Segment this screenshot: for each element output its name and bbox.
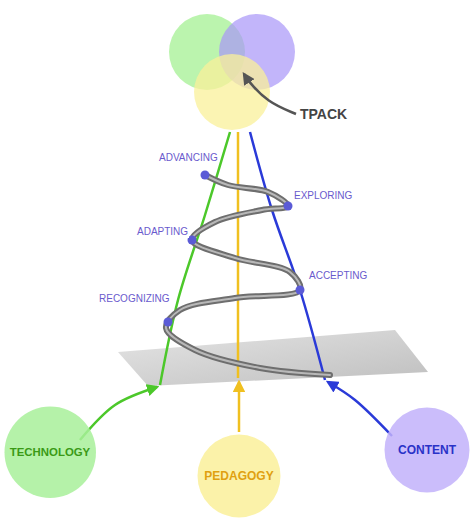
stage-dot	[296, 286, 305, 295]
concept-circle: CONTENT	[384, 407, 470, 493]
pedagogy-strand	[237, 132, 240, 378]
circle-fill	[385, 408, 470, 493]
content-arrow	[328, 382, 392, 436]
concept-label: CONTENT	[398, 443, 456, 457]
stage-label: ADAPTING	[136, 226, 189, 238]
stage-label: RECOGNIZING	[98, 293, 171, 305]
stage-label: EXPLORING	[293, 190, 353, 202]
growth-spiral	[166, 175, 330, 375]
tpack-callout: TPACK	[299, 106, 348, 122]
content-strand	[250, 132, 325, 380]
stage-label: ADVANCING	[158, 152, 219, 164]
circle-fill	[4, 406, 95, 497]
circle-fill	[198, 435, 281, 518]
spiral-highlight	[166, 175, 330, 375]
concept-label: PEDAGOGY	[204, 469, 273, 483]
stage-label: ACCEPTING	[308, 270, 368, 282]
stage-dot	[284, 202, 293, 211]
tpack-pointer	[244, 74, 296, 114]
stage-dot	[201, 171, 210, 180]
concept-circle: PEDAGOGY	[197, 434, 281, 518]
concept-circle: TECHNOLOGY	[4, 406, 96, 498]
technology-arrow	[80, 387, 157, 440]
concept-label: TECHNOLOGY	[10, 445, 90, 459]
pedagogy-arrow	[238, 382, 241, 432]
stage-dot	[164, 318, 173, 327]
